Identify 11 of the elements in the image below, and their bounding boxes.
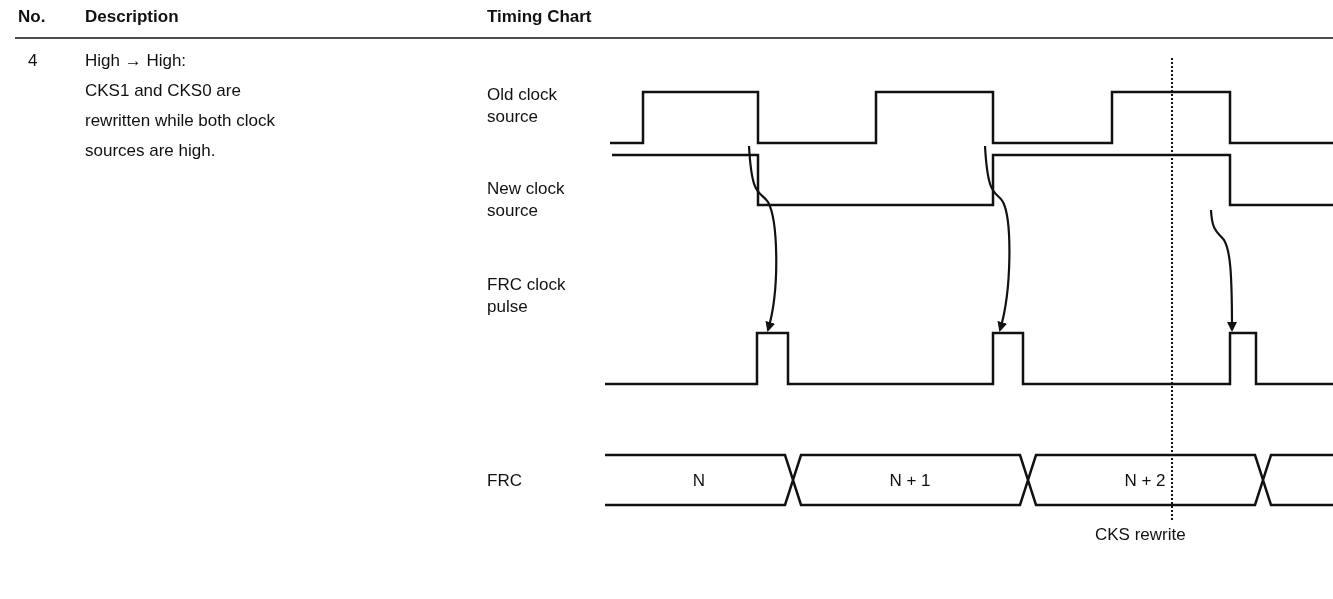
description-text: CKS1 and CKS0 are rewritten while both clock sources are high. <box>85 80 276 162</box>
row-number: 4 <box>28 50 38 72</box>
signal-label: FRC clock pulse <box>487 274 567 318</box>
signal-label: FRC <box>487 470 522 492</box>
description-heading: High → High: <box>85 50 187 72</box>
column-header: No. <box>18 6 46 28</box>
signal-label: New clock source <box>487 178 566 222</box>
signal-label: Old clock source <box>487 84 558 128</box>
annotation-label: CKS rewrite <box>1095 524 1186 546</box>
column-header: Timing Chart <box>487 6 592 28</box>
column-header: Description <box>85 6 179 28</box>
